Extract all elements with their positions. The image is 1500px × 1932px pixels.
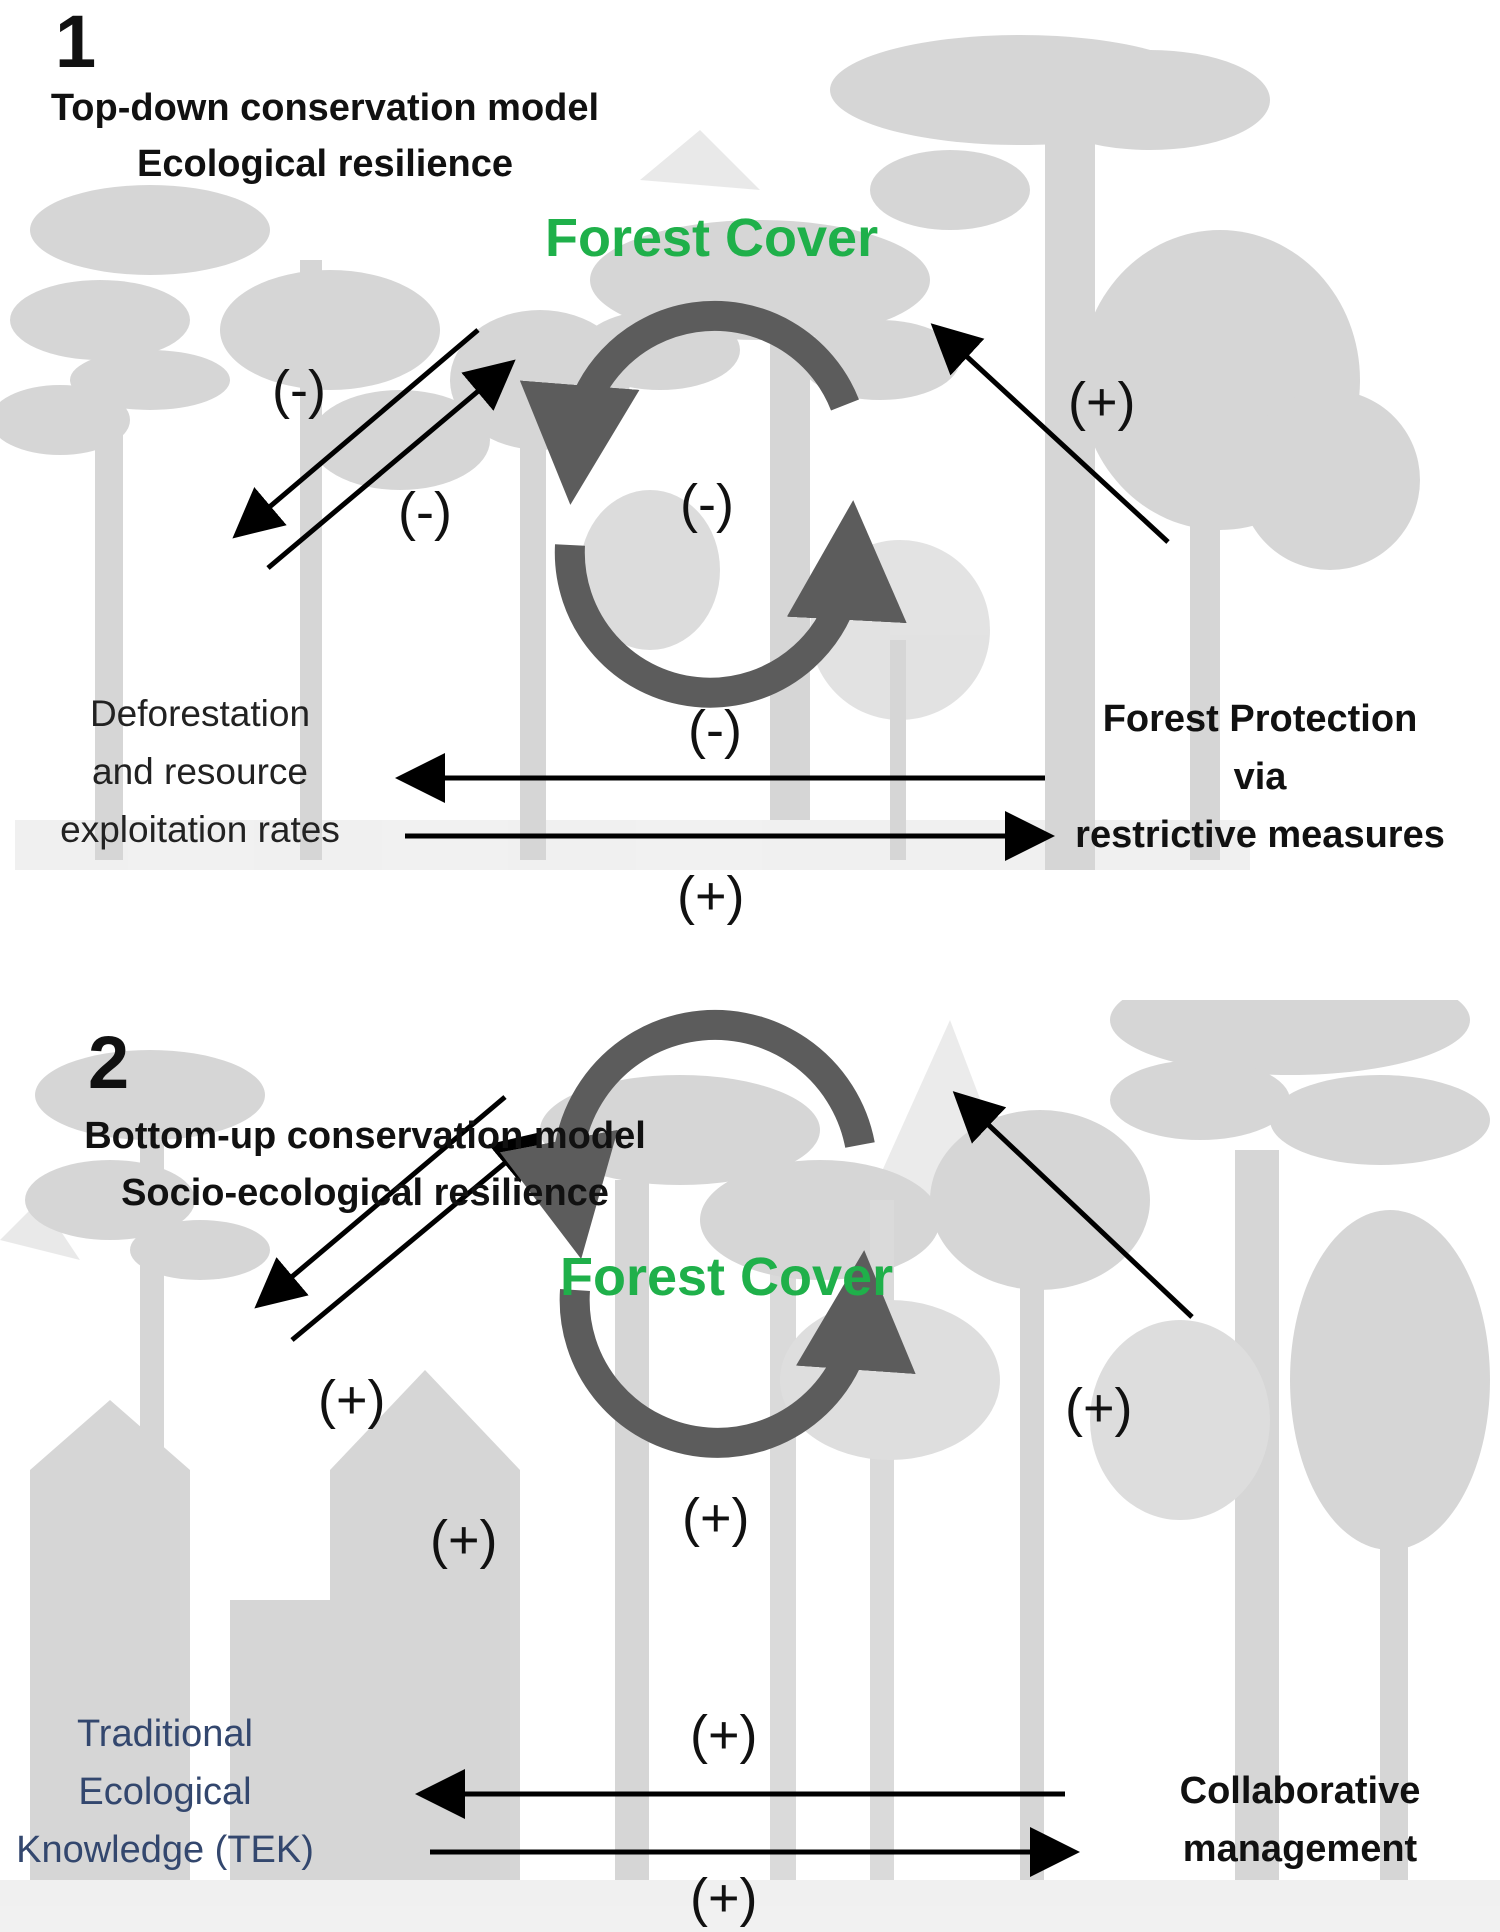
sign-left-lower: (+) [430, 1510, 498, 1570]
arrow-deforestation-to-forest [266, 359, 516, 570]
tek-label-line: Knowledge (TEK) [16, 1829, 314, 1871]
sign-bottom-lower: (+) [677, 866, 745, 926]
forest-village-background-illustration [0, 1000, 1500, 1932]
sign-bottom-upper: (-) [688, 700, 742, 760]
forest-cover-label: Forest Cover [560, 1247, 894, 1307]
collaborative-management-label: Collaborative management [1110, 1762, 1490, 1878]
tek-label-line: Traditional [76, 1713, 253, 1755]
forest-background-illustration [0, 35, 1420, 870]
arrow-forest-to-deforestation [232, 328, 480, 539]
forest-protection-label: Forest Protection via restrictive measur… [1050, 690, 1470, 864]
forest-cover-label: Forest Cover [545, 208, 879, 268]
tree-silhouettes [0, 35, 1420, 870]
forest-protection-label-line: Forest Protection [1102, 698, 1418, 740]
model-title: Top-down conservation model [50, 87, 600, 129]
sign-left-upper: (-) [272, 360, 326, 420]
tree-and-farm-silhouettes [0, 1000, 1500, 1932]
panel-bottom-up: 2 Bottom-up conservation model Socio-eco… [0, 1000, 1500, 1932]
panel-number: 1 [55, 0, 97, 83]
deforestation-label-line: and resource [92, 751, 308, 792]
tek-label: Traditional Ecological Knowledge (TEK) [0, 1705, 330, 1879]
deforestation-label-line: exploitation rates [60, 809, 340, 850]
sign-right: (+) [1068, 372, 1136, 432]
sign-left-lower: (-) [398, 482, 452, 542]
collaborative-management-label-line: Collaborative [1179, 1770, 1421, 1812]
deforestation-label-line: Deforestation [89, 693, 311, 734]
forest-protection-label-line: restrictive measures [1075, 814, 1445, 856]
panel-top-down: 1 Top-down conservation model Ecological… [0, 0, 1500, 926]
arrow-protection-to-forest [930, 323, 1170, 544]
model-subtitle: Ecological resilience [137, 143, 513, 185]
collaborative-management-label-line: management [1182, 1828, 1418, 1870]
arrow-forest-to-tek [254, 1095, 507, 1309]
sign-right: (+) [1065, 1378, 1133, 1438]
panel-number: 2 [88, 1021, 130, 1104]
sign-bottom-lower: (+) [690, 1868, 758, 1928]
sign-cycle: (-) [680, 474, 734, 534]
tek-label-line: Ecological [78, 1771, 252, 1813]
sign-left-upper: (+) [318, 1370, 386, 1430]
arrow-tek-to-forest [290, 1131, 543, 1342]
feedback-cycle-arrows [519, 300, 907, 708]
forest-protection-label-line: via [1233, 756, 1287, 798]
sign-bottom-upper: (+) [690, 1705, 758, 1765]
model-subtitle: Socio-ecological resilience [121, 1172, 609, 1214]
feedback-cycle-arrows [499, 1009, 916, 1458]
sign-cycle: (+) [682, 1488, 750, 1548]
model-title: Bottom-up conservation model [84, 1115, 646, 1157]
deforestation-label: Deforestation and resource exploitation … [15, 685, 385, 859]
arrow-management-to-forest [952, 1091, 1194, 1319]
